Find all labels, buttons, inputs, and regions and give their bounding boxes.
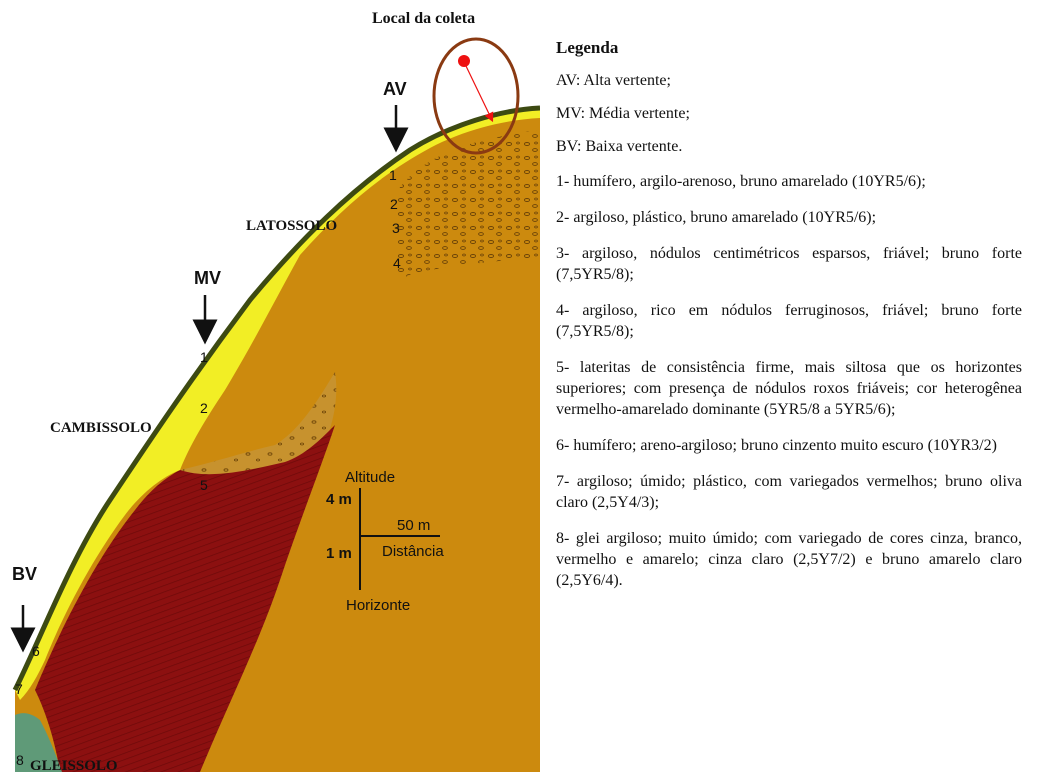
scale-vertical-minor: 1 m [326, 545, 352, 562]
scale-vertical-major: 4 m [326, 491, 352, 508]
legend: Legenda AV: Alta vertente; MV: Média ver… [556, 38, 1022, 606]
horizon-number: 1 [389, 167, 397, 183]
legend-abbreviation: BV: Baixa vertente. [556, 138, 1022, 156]
bv-label: BV [12, 564, 37, 584]
legend-item-5: 5- lateritas de consistência firme, mais… [556, 357, 1022, 420]
horizon-number: 4 [393, 255, 401, 271]
soil-gleissolo: GLEISSOLO [30, 758, 118, 772]
scale-altitude: Altitude [345, 469, 395, 486]
legend-abbreviation: MV: Média vertente; [556, 105, 1022, 123]
mv-label: MV [194, 268, 221, 288]
soil-latossolo: LATOSSOLO [246, 218, 337, 234]
collection-point [458, 55, 470, 67]
legend-item-7: 7- argiloso; úmido; plástico, com varieg… [556, 471, 1022, 513]
horizon-number: 7 [15, 681, 23, 697]
legend-item-4: 4- argiloso, rico em nódulos ferruginoso… [556, 300, 1022, 342]
soil-cambissolo: CAMBISSOLO [50, 420, 152, 436]
scale-distance: Distância [382, 543, 444, 560]
legend-item-2: 2- argiloso, plástico, bruno amarelado (… [556, 207, 1022, 228]
legend-abbreviation: AV: Alta vertente; [556, 72, 1022, 90]
horizon-number: 5 [200, 477, 208, 493]
legend-item-8: 8- glei argiloso; muito úmido; com varie… [556, 528, 1022, 591]
horizon-number: 6 [32, 643, 40, 659]
scale-horizontal: 50 m [397, 517, 430, 534]
legend-item-6: 6- humífero; areno-argiloso; bruno cinze… [556, 435, 1022, 456]
av-label: AV [383, 79, 407, 99]
soil-profile-figure: Local da coleta AV MV BV LATOSSOLO CAMBI… [0, 0, 540, 772]
legend-item-3: 3- argiloso, nódulos centimétricos espar… [556, 243, 1022, 285]
collection-label: Local da coleta [372, 10, 475, 27]
scale-horizon: Horizonte [346, 597, 410, 614]
collection-arrow [466, 66, 492, 120]
horizon-number: 8 [16, 752, 24, 768]
horizon-number: 2 [390, 196, 398, 212]
legend-title: Legenda [556, 38, 1022, 58]
horizon-number: 1 [200, 349, 208, 365]
horizon-number: 3 [392, 220, 400, 236]
soil-profile-svg: Local da coleta AV MV BV LATOSSOLO CAMBI… [0, 0, 540, 772]
horizon-number: 2 [200, 400, 208, 416]
legend-item-1: 1- humífero, argilo-arenoso, bruno amare… [556, 171, 1022, 192]
